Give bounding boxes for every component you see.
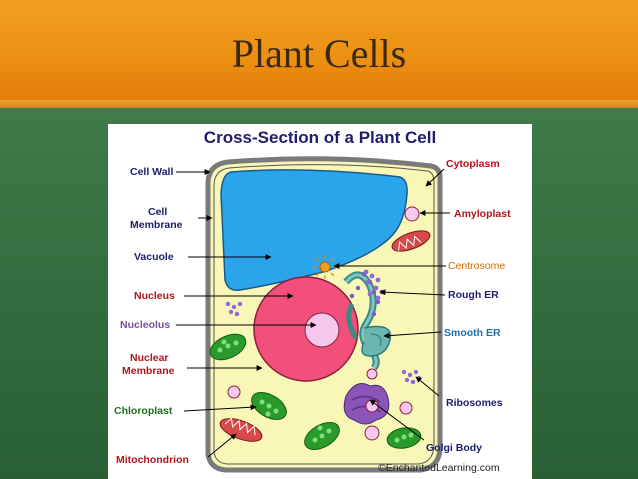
cell-membrane xyxy=(213,164,435,465)
vacuole xyxy=(220,169,408,292)
label-nucleus: Nucleus xyxy=(134,290,175,302)
copyright-text: ©EnchantedLearning.com xyxy=(378,462,500,474)
label-nuclear-membrane-line1: Nuclear xyxy=(130,352,169,364)
ribosome-cluster-1 xyxy=(363,269,385,301)
label-vacuole: Vacuole xyxy=(134,251,174,263)
figure-title: Cross-Section of a Plant Cell xyxy=(203,128,437,147)
label-cell-membrane-line1: Cell xyxy=(148,206,168,218)
label-golgi-body: Golgi Body xyxy=(426,442,482,454)
label-pointers xyxy=(176,168,450,458)
slide-header xyxy=(0,0,638,108)
label-nucleolus: Nucleolus xyxy=(120,319,171,331)
plant-cell-figure: Cross-Section of a Plant Cell Cell Wall … xyxy=(108,124,532,479)
chloroplast-3 xyxy=(304,422,340,450)
label-amyloplast: Amyloplast xyxy=(454,208,511,220)
label-mitochondrion: Mitochondrion xyxy=(116,454,189,466)
label-ribosomes: Ribosomes xyxy=(446,397,503,409)
ribosome-cluster-2 xyxy=(225,301,243,317)
slide-title: Plant Cells xyxy=(231,31,407,76)
mitochondrion-upper xyxy=(391,230,431,252)
label-rough-er: Rough ER xyxy=(448,289,499,301)
chloroplast-1 xyxy=(209,333,247,361)
label-cell-membrane-line2: Membrane xyxy=(130,219,183,231)
centrosome xyxy=(313,255,337,279)
label-cell-wall: Cell Wall xyxy=(130,166,174,178)
label-centrosome: Centrosome xyxy=(448,260,506,272)
label-chloroplast: Chloroplast xyxy=(114,405,173,417)
smooth-er xyxy=(361,325,392,357)
chloroplast-4 xyxy=(386,427,422,449)
label-cytoplasm: Cytoplasm xyxy=(446,158,500,170)
label-smooth-er: Smooth ER xyxy=(444,327,501,339)
nucleolus xyxy=(304,312,340,348)
amyloplast xyxy=(404,206,420,222)
chloroplast-2 xyxy=(251,392,287,420)
label-nuclear-membrane-line2: Membrane xyxy=(122,365,175,377)
mitochondrion-lower xyxy=(219,416,263,442)
plant-cell-diagram xyxy=(176,156,450,473)
